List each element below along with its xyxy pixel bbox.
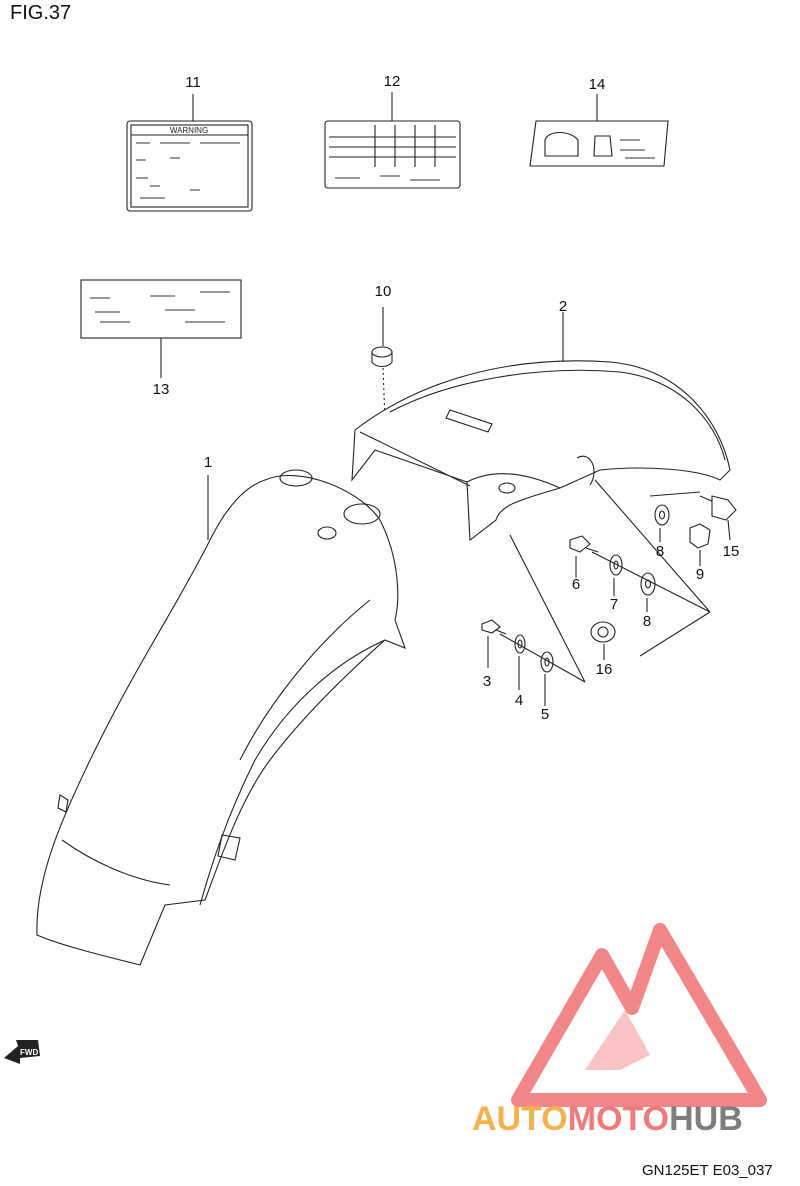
bolt-6 [569, 535, 599, 553]
nut-9 [689, 523, 711, 549]
callout-14: 14 [588, 76, 606, 93]
rear-fender-2 [351, 360, 731, 542]
callout-7: 7 [609, 596, 619, 613]
bolt-3 [481, 619, 507, 635]
callout-10: 10 [374, 283, 392, 300]
callout-3: 3 [482, 673, 492, 690]
leader-15 [727, 519, 731, 541]
washer-8a [654, 504, 670, 526]
callout-13: 13 [152, 381, 170, 398]
collar-16 [590, 621, 616, 643]
callout-8a: 8 [655, 543, 665, 560]
grommet-10 [371, 346, 393, 368]
leader-10-lower [382, 367, 386, 421]
callout-16: 16 [595, 661, 613, 678]
callout-4: 4 [514, 692, 524, 709]
label-14-illustrated [529, 120, 669, 167]
front-fender-1 [36, 469, 406, 966]
callout-2: 2 [558, 298, 568, 315]
washer-5 [540, 651, 554, 673]
label-11-warning: WARNING [126, 120, 253, 212]
label-12-table [324, 120, 461, 189]
callout-1: 1 [203, 454, 213, 471]
washer-7 [609, 554, 623, 576]
bolt-15 [699, 495, 737, 521]
callout-11: 11 [185, 74, 201, 91]
fwd-arrow-icon: FWD [4, 1040, 40, 1064]
callout-6: 6 [571, 576, 581, 593]
watermark-auto: AUTO [472, 1100, 568, 1138]
assembly-lines [499, 479, 711, 683]
washer-4 [514, 634, 526, 654]
watermark-brand: AUTOMOTOHUB [472, 1100, 743, 1139]
fwd-label: FWD [20, 1048, 38, 1057]
warning-text: WARNING [170, 126, 208, 135]
figure-title: FIG.37 [10, 2, 72, 24]
callout-8b: 8 [642, 613, 652, 630]
callout-12: 12 [383, 73, 401, 90]
washer-8b [640, 572, 656, 596]
callout-5: 5 [540, 706, 550, 723]
watermark-moto: MOTO [567, 1100, 670, 1138]
diagram-code: GN125ET E03_037 [642, 1162, 773, 1179]
callout-15: 15 [722, 543, 740, 560]
label-13-plain [80, 279, 242, 339]
automotohub-logo [511, 923, 767, 1107]
watermark-hub: HUB [669, 1100, 743, 1138]
callout-9: 9 [695, 566, 705, 583]
